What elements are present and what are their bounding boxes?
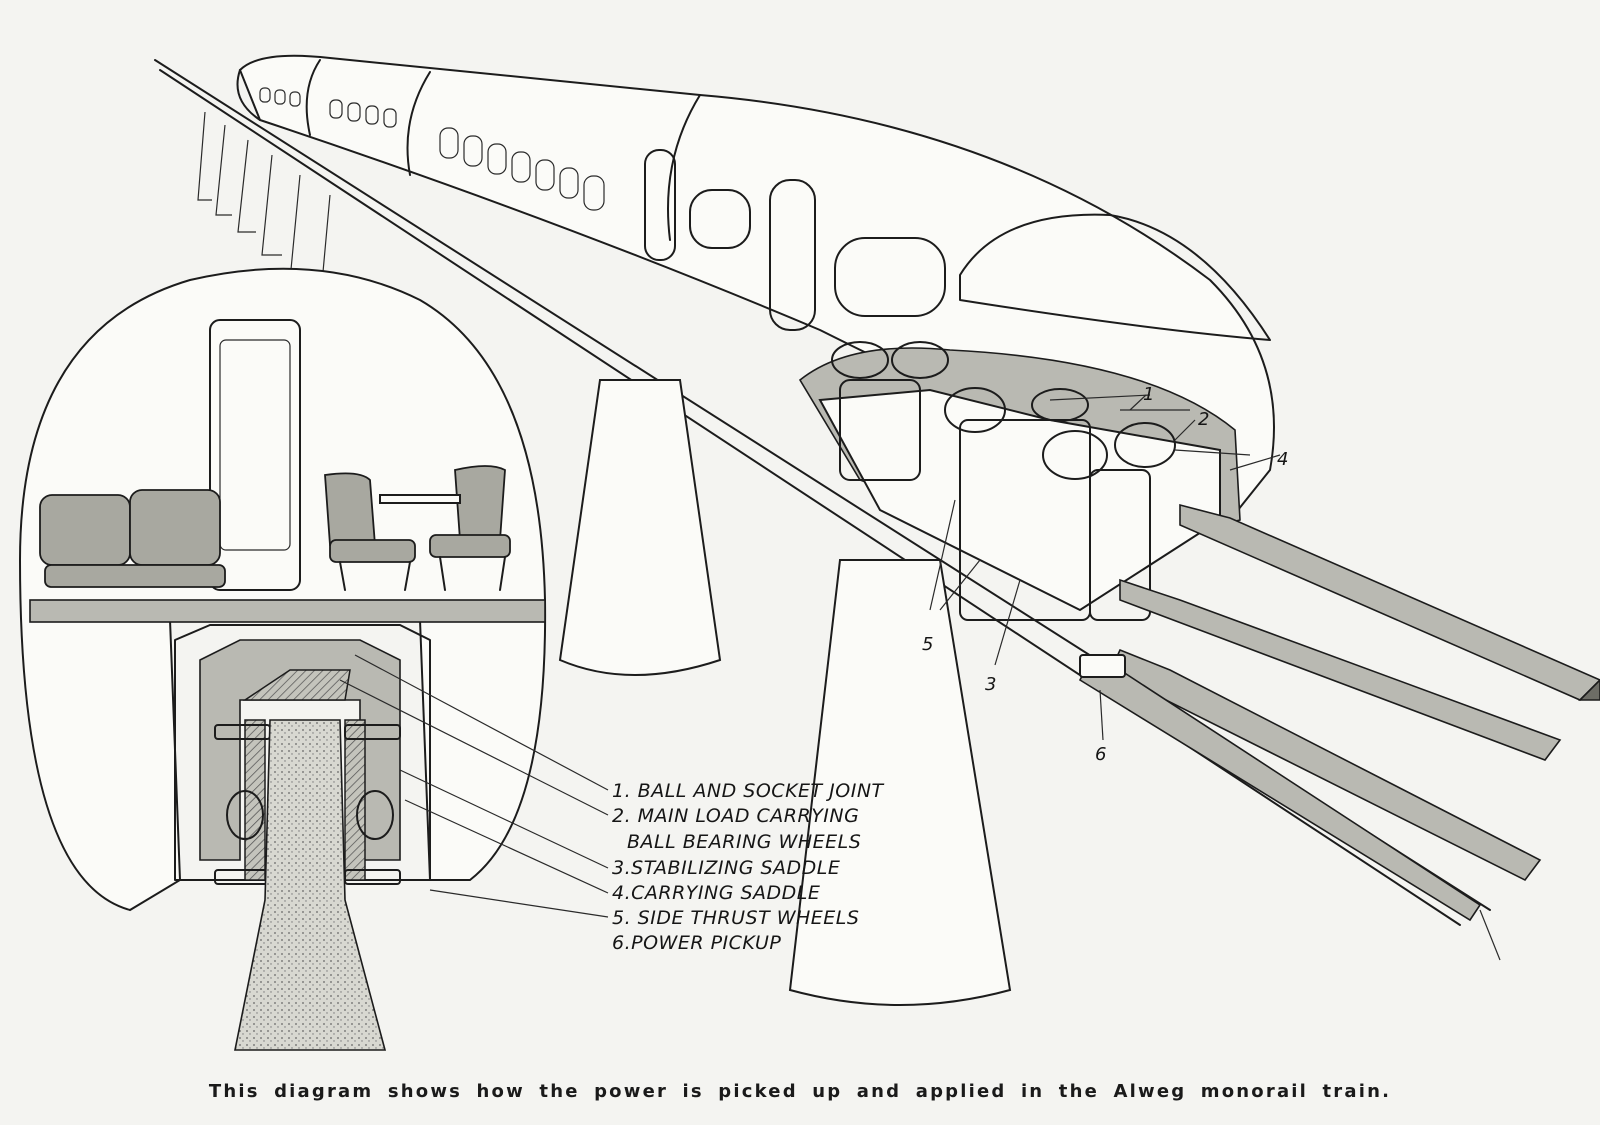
callout-numbers: 1 2 4 5 3 6 [922,384,1288,765]
window-row [259,87,605,211]
legend-item-4: 4.CARRYING SADDLE [612,882,820,904]
leader-lines [339,394,1281,918]
callout-6: 6 [1095,744,1106,765]
callout-4: 4 [1277,449,1288,470]
callout-2: 2 [1198,409,1209,430]
legend-item-2-cont: BALL BEARING WHEELS [627,831,861,853]
legend-item-3: 3.STABILIZING SADDLE [612,857,840,879]
beamway-distant [154,59,1491,1006]
callout-5: 5 [922,634,933,655]
door [209,319,301,591]
legend-item-2: 2. MAIN LOAD CARRYING [612,805,859,827]
power-pickup-shoe [1079,654,1126,678]
floor [29,599,546,623]
callout-1: 1 [1143,384,1154,405]
cross-section [18,267,547,1051]
legend-item-5: 5. SIDE THRUST WHEELS [612,907,859,929]
paired-seats [324,465,511,591]
rail-beams [1078,503,1600,961]
pylon-mid [558,379,722,676]
door-window [644,149,676,261]
pylon-front [788,559,1012,1006]
legend-item-6: 6.POWER PICKUP [612,932,781,954]
monorail-train [236,54,1275,621]
bench-seat [39,489,226,588]
legend-item-1: 1. BALL AND SOCKET JOINT [612,780,885,802]
windshield [959,213,1271,341]
callout-3: 3 [985,674,996,695]
concrete-beam [234,719,387,1051]
figure-caption: This diagram shows how the power is pick… [208,1081,1392,1102]
legend: 1. BALL AND SOCKET JOINT 2. MAIN LOAD CA… [612,780,885,954]
bogie [831,341,1176,621]
front-door [769,179,816,331]
